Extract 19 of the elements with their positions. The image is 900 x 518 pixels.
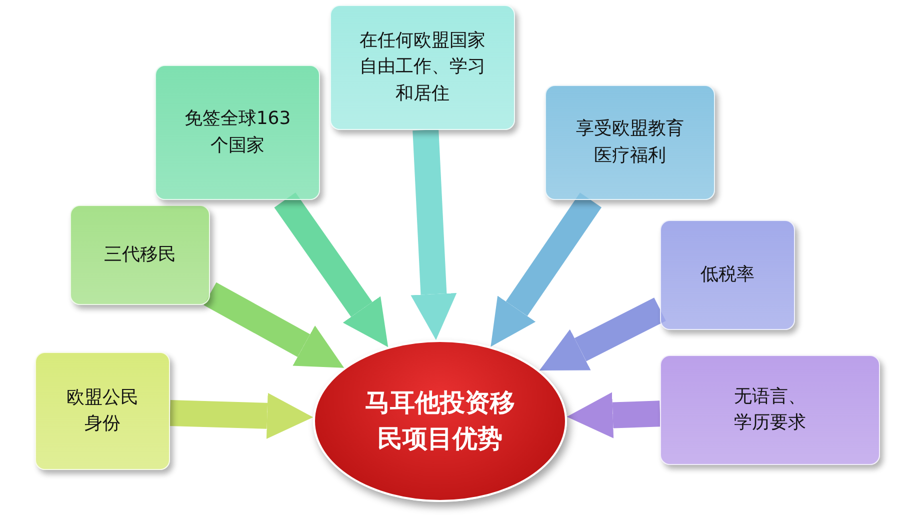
- benefit-box: [660, 220, 795, 330]
- benefit-text: 享受欧盟教育医疗福利: [575, 117, 685, 168]
- benefit-text: 欧盟公民身份: [66, 386, 140, 436]
- benefit-box: [35, 352, 170, 470]
- benefit-text: 三代移民: [104, 242, 176, 267]
- benefit-box: [155, 65, 320, 200]
- benefit-box: [660, 355, 880, 465]
- block-arrow: [410, 129, 457, 340]
- block-arrow: [204, 282, 344, 368]
- center-title: 马耳他投资移民项目优势: [364, 386, 516, 455]
- block-arrow: [566, 392, 660, 438]
- benefit-box: [545, 85, 715, 200]
- benefit-box: [330, 5, 515, 130]
- benefit-text: 在任何欧盟国家自由工作、学习和居住: [358, 29, 486, 106]
- benefit-text: 免签全球163个国家: [183, 107, 292, 158]
- benefit-text: 低税率: [700, 262, 754, 287]
- benefit-text: 无语言、学历要求: [733, 384, 807, 435]
- block-arrow: [170, 392, 314, 439]
- benefit-box: [70, 205, 210, 305]
